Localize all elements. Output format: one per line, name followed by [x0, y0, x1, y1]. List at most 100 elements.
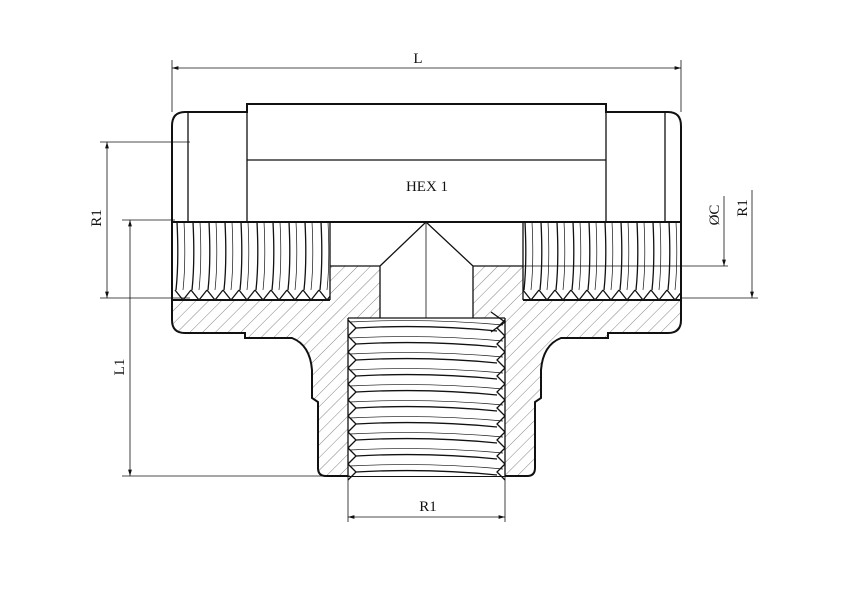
dimension-R1-bottom: R1	[347, 476, 506, 522]
thread-tooth	[286, 289, 304, 300]
thread-tooth	[666, 289, 681, 300]
dimension-C: ØC	[523, 196, 728, 267]
thread-root	[349, 320, 504, 326]
thread-crest	[603, 222, 607, 291]
thread-root	[349, 464, 504, 470]
thread-root	[562, 222, 566, 291]
thread-root	[674, 222, 678, 291]
thread-tooth	[496, 399, 506, 417]
label-hex: HEX 1	[406, 179, 448, 195]
thread-root	[658, 222, 662, 291]
thread-crest	[355, 373, 498, 380]
thread-crest	[271, 222, 275, 291]
thread-root	[610, 222, 614, 291]
label-length: L	[413, 51, 422, 67]
thread-tooth	[254, 289, 272, 300]
thread-tooth	[302, 289, 320, 300]
thread-root	[349, 400, 504, 406]
thread-tooth	[190, 289, 208, 300]
thread-tooth	[496, 351, 506, 369]
thread-crest	[255, 222, 259, 291]
thread-crest	[191, 222, 195, 291]
hex-label-group: HEX 1	[406, 179, 448, 195]
thread-tooth	[602, 289, 620, 300]
thread-tooth	[586, 289, 604, 300]
thread-tooth	[538, 289, 556, 300]
thread-crest	[571, 222, 575, 291]
thread-root	[326, 222, 330, 291]
thread-tooth	[238, 289, 256, 300]
thread-root	[594, 222, 598, 291]
thread-tooth	[496, 367, 506, 385]
thread-crest	[355, 405, 498, 412]
thread-root	[230, 222, 234, 291]
thread-root	[546, 222, 550, 291]
thread-tooth	[318, 289, 330, 300]
thread-tooth	[554, 289, 572, 300]
label-length-branch: L1	[112, 359, 128, 376]
left-thread	[174, 222, 330, 300]
thread-crest	[355, 421, 498, 428]
thread-crest	[651, 222, 655, 291]
thread-crest	[355, 357, 498, 364]
thread-tooth	[270, 289, 288, 300]
thread-crest	[355, 453, 498, 460]
thread-root	[278, 222, 282, 291]
thread-crest	[355, 341, 498, 348]
thread-crest	[303, 222, 307, 291]
thread-tooth	[618, 289, 636, 300]
thread-crest	[355, 469, 498, 476]
thread-crest	[619, 222, 623, 291]
thread-root	[246, 222, 250, 291]
thread-crest	[355, 389, 498, 396]
thread-crest	[355, 437, 498, 444]
thread-start	[490, 311, 507, 333]
bottom-thread	[347, 311, 507, 481]
label-thread-right: R1	[735, 199, 751, 217]
thread-tooth	[523, 289, 540, 300]
thread-crest	[239, 222, 243, 291]
dimension-L: L	[171, 51, 682, 112]
thread-tooth	[496, 383, 506, 401]
thread-root	[349, 416, 504, 422]
thread-root	[182, 222, 186, 291]
thread-tooth	[222, 289, 240, 300]
thread-tooth	[496, 463, 506, 481]
section-hatching	[172, 266, 681, 476]
thread-tooth	[634, 289, 652, 300]
thread-root	[349, 448, 504, 454]
thread-root	[349, 384, 504, 390]
thread-crest	[319, 222, 323, 291]
right-thread	[523, 222, 681, 300]
thread-root	[626, 222, 630, 291]
thread-root	[214, 222, 218, 291]
thread-tooth	[496, 335, 506, 353]
thread-crest	[175, 222, 179, 291]
thread-tooth	[496, 447, 506, 465]
thread-root	[262, 222, 266, 291]
thread-tooth	[496, 415, 506, 433]
thread-root	[349, 352, 504, 358]
label-thread-left: R1	[89, 209, 105, 227]
label-thread-bottom: R1	[419, 499, 437, 515]
thread-tooth	[174, 289, 192, 300]
thread-root	[349, 368, 504, 374]
thread-root	[530, 222, 534, 291]
thread-tooth	[570, 289, 588, 300]
thread-crest	[207, 222, 211, 291]
center-drill	[330, 221, 523, 318]
thread-crest	[287, 222, 291, 291]
thread-crest	[667, 222, 671, 291]
thread-crest	[539, 222, 543, 291]
thread-tooth	[496, 431, 506, 449]
thread-crest	[523, 222, 527, 291]
thread-root	[642, 222, 646, 291]
thread-tooth	[650, 289, 668, 300]
thread-crest	[223, 222, 227, 291]
dimension-L1: L1	[112, 219, 350, 477]
thread-tooth	[206, 289, 224, 300]
thread-root	[578, 222, 582, 291]
label-diameter: ØC	[707, 205, 723, 226]
